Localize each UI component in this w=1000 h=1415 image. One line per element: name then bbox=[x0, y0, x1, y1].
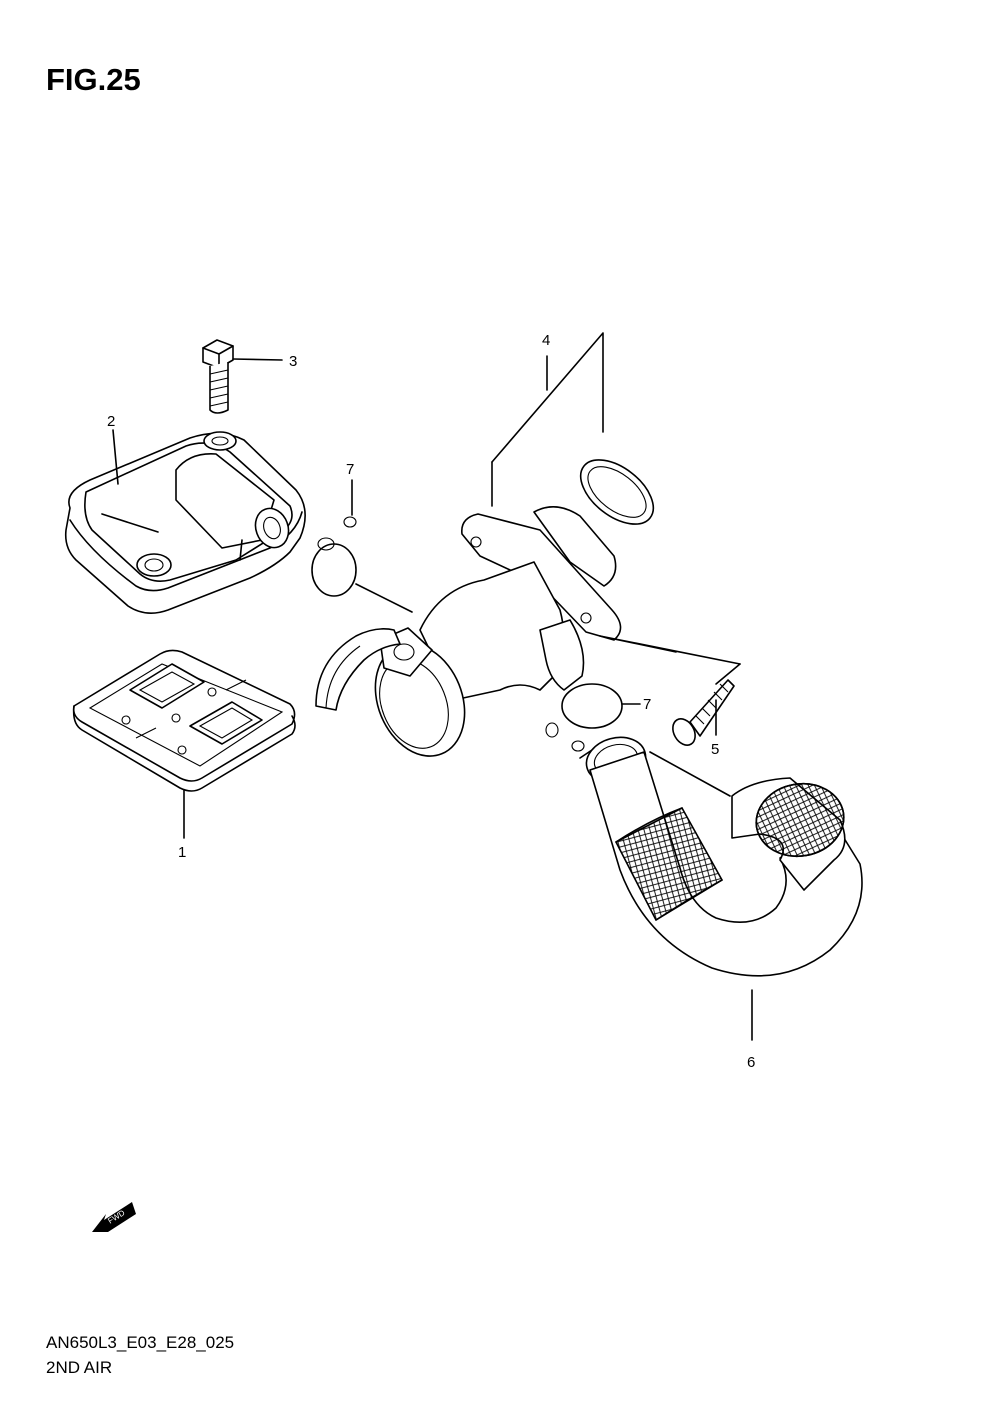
callout-3: 3 bbox=[289, 353, 297, 370]
figure-code: AN650L3_E03_E28_025 bbox=[46, 1333, 235, 1352]
clip-upper-part bbox=[311, 479, 413, 613]
callout-5: 5 bbox=[711, 741, 719, 758]
hose-part bbox=[315, 628, 401, 711]
clip-lower-part bbox=[545, 683, 641, 759]
callout-7-lower: 7 bbox=[643, 696, 651, 713]
gasket-part bbox=[72, 649, 296, 839]
pipe-body-part bbox=[374, 332, 741, 757]
callout-6: 6 bbox=[747, 1054, 755, 1071]
callout-7-upper: 7 bbox=[346, 461, 354, 478]
figure-title: FIG.25 bbox=[46, 62, 141, 97]
bent-hose-part bbox=[585, 736, 863, 1041]
screw-part bbox=[672, 679, 735, 746]
callout-4: 4 bbox=[542, 332, 550, 349]
fwd-arrow-icon: FWD bbox=[92, 1202, 136, 1232]
figure-name: 2ND AIR bbox=[46, 1358, 113, 1377]
callout-2: 2 bbox=[107, 413, 115, 430]
bolt-part bbox=[202, 339, 283, 414]
valve-cover-part bbox=[64, 429, 306, 614]
callout-1: 1 bbox=[178, 844, 186, 861]
